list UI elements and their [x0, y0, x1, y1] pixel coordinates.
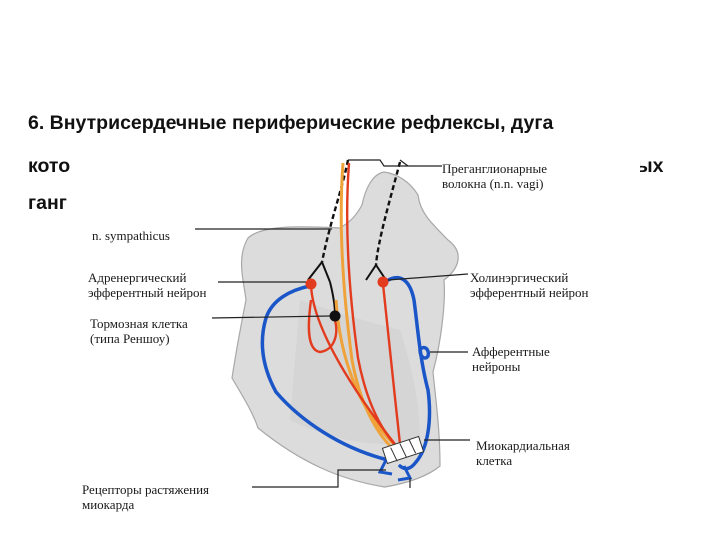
- blue-neurons: [260, 276, 432, 471]
- label-afferent-neurons: Афферентные нейроны: [472, 344, 550, 374]
- leader-lines: [195, 159, 470, 488]
- preganglionic-fibers: [320, 159, 402, 266]
- myocardial-cell: [381, 435, 425, 465]
- label-inhibitory-line-2: (типа Реншоу): [90, 331, 170, 346]
- label-receptors-line-2: миокарда: [82, 497, 135, 512]
- sympathetic-fibers: [307, 261, 387, 316]
- label-cholinergic-line-2: эфферентный нейрон: [470, 285, 589, 300]
- label-myocardial-line-2: клетка: [476, 453, 513, 468]
- label-preganglionic-line-1: Преганглионарные: [442, 161, 548, 176]
- label-adrenergic-line-2: эфферентный нейрон: [88, 285, 207, 300]
- cholinergic-neuron-body: [377, 276, 389, 288]
- label-afferent-line-1: Афферентные: [472, 344, 550, 359]
- label-preganglionic: Преганглионарные волокна (n.n. vagi): [442, 161, 547, 191]
- label-inhibitory-cell: Тормозная клетка (типа Реншоу): [90, 316, 188, 346]
- label-adrenergic-line-1: Адренергический: [88, 270, 187, 285]
- label-stretch-receptors: Рецепторы растяжения миокарда: [82, 482, 209, 512]
- slide-title-line-1: 6. Внутрисердечные периферические рефлек…: [28, 112, 554, 134]
- orange-fibers: [334, 162, 402, 452]
- label-cholinergic-line-1: Холинэргический: [470, 270, 569, 285]
- label-sympathicus-line-1: n. sympathicus: [92, 228, 170, 243]
- label-afferent-line-2: нейроны: [472, 359, 521, 374]
- adrenergic-neuron-body: [305, 278, 317, 290]
- label-adrenergic-neuron: Адренергический эфферентный нейрон: [88, 270, 207, 300]
- slide-title-fragment: ых: [636, 155, 664, 177]
- label-myocardial-line-1: Миокардиальная: [476, 438, 570, 453]
- red-fibers: [307, 162, 402, 449]
- label-myocardial-cell: Миокардиальная клетка: [476, 438, 570, 468]
- label-inhibitory-line-1: Тормозная клетка: [90, 316, 188, 331]
- label-preganglionic-line-2: волокна (n.n. vagi): [442, 176, 544, 191]
- label-cholinergic-neuron: Холинэргический эфферентный нейрон: [470, 270, 589, 300]
- label-sympathicus: n. sympathicus: [92, 228, 170, 243]
- slide-title-line-3: ганг: [28, 192, 67, 214]
- inhibitory-cell-body: [329, 310, 341, 322]
- label-receptors-line-1: Рецепторы растяжения: [82, 482, 210, 497]
- slide-title-line-2: кото: [28, 155, 71, 177]
